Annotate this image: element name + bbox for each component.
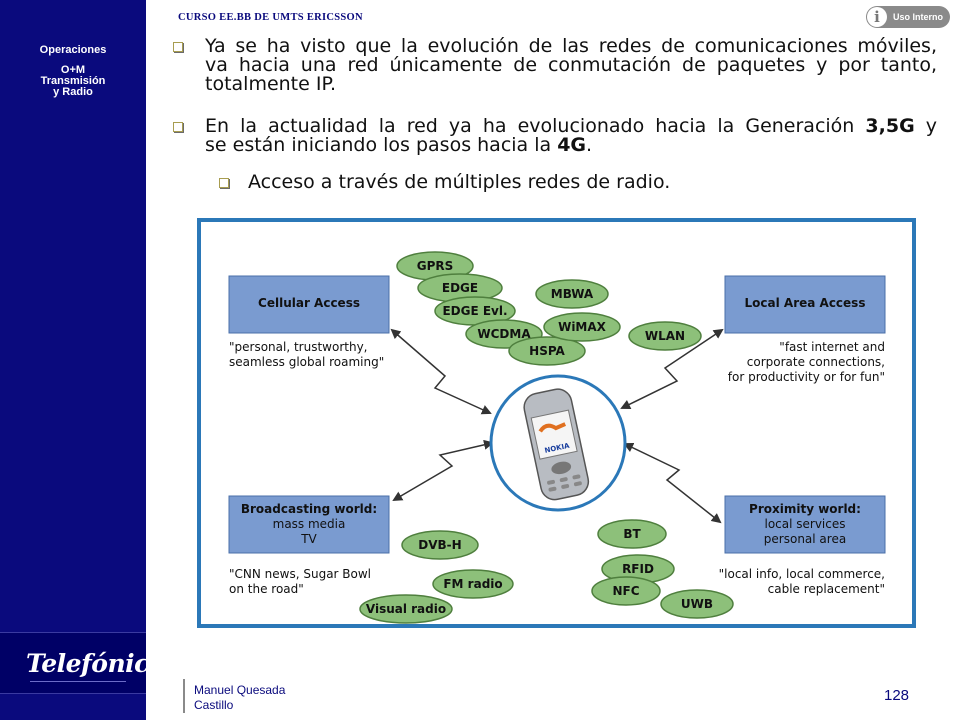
logo-text: Telefónica bbox=[26, 649, 165, 678]
bullet-1-line-2: va hacia una red únicamente de conmutaci… bbox=[205, 54, 937, 76]
svg-text:MBWA: MBWA bbox=[551, 287, 594, 301]
generation-35g: 3,5G bbox=[865, 115, 915, 137]
proximity-label-2: local services bbox=[764, 517, 845, 531]
sub-bullet-1: Acceso a través de múltiples redes de ra… bbox=[248, 171, 671, 193]
tech-gprs: GPRS bbox=[396, 251, 474, 281]
svg-text:DVB-H: DVB-H bbox=[418, 538, 461, 552]
svg-text:BT: BT bbox=[623, 527, 641, 541]
proximity-label-1: Proximity world: bbox=[749, 502, 861, 516]
tech-rfid: RFID bbox=[601, 554, 675, 584]
sidebar-section-title: Operaciones bbox=[39, 44, 107, 56]
bullet-2-line-2: se están iniciando los pasos hacia la 4G… bbox=[205, 136, 937, 155]
local-quote-3: for productivity or for fun" bbox=[728, 370, 885, 384]
bullet-marker bbox=[173, 42, 183, 52]
svg-text:GPRS: GPRS bbox=[417, 259, 454, 273]
tech-wimax: WiMAX bbox=[543, 312, 621, 342]
bullet-2-text-a: En la actualidad la red ya ha evoluciona… bbox=[205, 115, 866, 137]
generation-4g: 4G bbox=[557, 134, 587, 156]
course-title: CURSO EE.BB DE UMTS ERICSSON bbox=[178, 12, 363, 23]
tech-hspa: HSPA bbox=[508, 336, 586, 366]
bullet-1-line-1: Ya se ha visto que la evolución de las r… bbox=[205, 35, 937, 57]
cellular-quote-1: "personal, trustworthy, bbox=[229, 340, 368, 354]
proximity-label-3: personal area bbox=[764, 532, 846, 546]
author: Manuel Quesada Castillo bbox=[194, 683, 285, 713]
tech-wlan: WLAN bbox=[628, 321, 702, 351]
svg-text:EDGE Evl.: EDGE Evl. bbox=[442, 304, 507, 318]
badge-label: Uso Interno bbox=[893, 12, 944, 22]
logo-underline bbox=[30, 681, 126, 682]
broadcasting-label-1: Broadcasting world: bbox=[241, 502, 377, 516]
page-number: 128 bbox=[884, 687, 910, 704]
internal-use-badge: i Uso Interno bbox=[866, 6, 950, 28]
svg-text:NFC: NFC bbox=[612, 584, 639, 598]
broadcast-quote-1: "CNN news, Sugar Bowl bbox=[229, 567, 371, 581]
bullet-1-line-3: totalmente IP. bbox=[205, 73, 337, 95]
link-cellular bbox=[390, 328, 492, 415]
bullet-2-text-c: se están iniciando los pasos hacia la bbox=[205, 134, 558, 156]
local-quote-1: "fast internet and bbox=[779, 340, 885, 354]
tech-mbwa: MBWA bbox=[535, 279, 609, 309]
svg-text:RFID: RFID bbox=[622, 562, 654, 576]
tech-visual-radio: Visual radio bbox=[359, 594, 453, 624]
svg-text:Visual radio: Visual radio bbox=[366, 602, 446, 616]
link-proximity bbox=[623, 442, 722, 524]
bullet-2: En la actualidad la red ya ha evoluciona… bbox=[205, 117, 937, 155]
sidebar: Operaciones O+M Transmisión y Radio Tele… bbox=[0, 0, 165, 720]
broadcasting-world-box bbox=[228, 495, 390, 554]
tech-bt: BT bbox=[597, 519, 667, 549]
svg-text:WiMAX: WiMAX bbox=[558, 320, 607, 334]
tech-fm-radio: FM radio bbox=[432, 569, 514, 599]
sub-bullet-marker bbox=[219, 178, 229, 188]
cellular-quote-2: seamless global roaming" bbox=[229, 355, 384, 369]
author-line-1: Manuel Quesada bbox=[194, 683, 286, 697]
local-area-access-label: Local Area Access bbox=[745, 296, 866, 310]
author-line-2: Castillo bbox=[194, 698, 234, 712]
svg-text:WCDMA: WCDMA bbox=[477, 327, 531, 341]
mobile-phone-icon: NOKIA bbox=[523, 388, 590, 501]
svg-text:UWB: UWB bbox=[681, 597, 713, 611]
bullet-1: Ya se ha visto que la evolución de las r… bbox=[205, 37, 937, 94]
proximity-quote-1: "local info, local commerce, bbox=[719, 567, 885, 581]
bullet-marker bbox=[173, 122, 183, 132]
local-quote-2: corporate connections, bbox=[747, 355, 885, 369]
link-broadcast bbox=[392, 439, 494, 502]
sidebar-section-line3: Transmisión bbox=[40, 75, 106, 87]
svg-text:HSPA: HSPA bbox=[529, 344, 565, 358]
svg-text:WLAN: WLAN bbox=[645, 329, 685, 343]
tech-nfc: NFC bbox=[591, 576, 661, 606]
bullet-2-line-1: En la actualidad la red ya ha evoluciona… bbox=[205, 117, 937, 136]
svg-text:EDGE: EDGE bbox=[442, 281, 478, 295]
info-icon: i bbox=[867, 7, 887, 27]
proximity-world-box bbox=[724, 495, 886, 554]
tech-uwb: UWB bbox=[660, 589, 734, 619]
svg-text:FM radio: FM radio bbox=[443, 577, 502, 591]
cellular-access-box bbox=[228, 275, 390, 334]
bullet-2-text-b: y bbox=[914, 115, 937, 137]
broadcasting-label-2: mass media bbox=[273, 517, 346, 531]
cellular-access-label: Cellular Access bbox=[258, 296, 360, 310]
bullet-2-text-d: . bbox=[586, 134, 593, 156]
broadcast-quote-2: on the road" bbox=[229, 582, 304, 596]
proximity-quote-2: cable replacement" bbox=[768, 582, 885, 596]
link-local bbox=[620, 328, 724, 409]
local-area-access-box bbox=[724, 275, 886, 334]
sidebar-section-line2: O+M bbox=[60, 64, 86, 76]
telefonica-logo: Telefónica bbox=[0, 632, 165, 694]
broadcasting-label-3: TV bbox=[300, 532, 317, 546]
footer-divider bbox=[183, 679, 185, 713]
network-diagram: Cellular Access Local Area Access Broadc… bbox=[197, 218, 916, 628]
tech-dvbh: DVB-H bbox=[401, 530, 479, 560]
tech-edge-evl: EDGE Evl. bbox=[434, 296, 516, 326]
sidebar-section-line4: y Radio bbox=[53, 86, 93, 98]
